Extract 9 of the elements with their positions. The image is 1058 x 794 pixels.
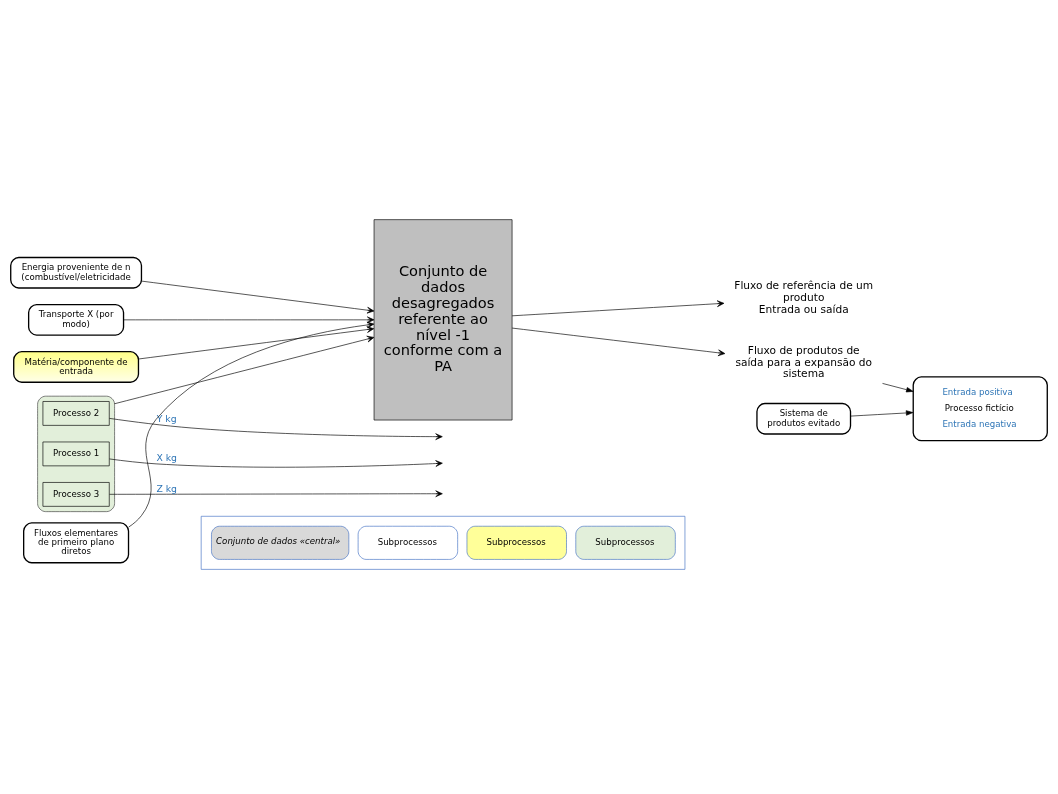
edge-label: Y kg: [156, 412, 177, 424]
legend-label: Conjunto de dados «central»: [216, 535, 341, 546]
node-text: Fluxo de produtos de saída para a expansão do sistema: [735, 343, 873, 380]
edge-label: Z kg: [156, 482, 177, 494]
edge-label: X kg: [156, 451, 177, 463]
legend-label: Subprocessos: [377, 536, 437, 547]
legend-label: Subprocessos: [595, 536, 655, 547]
legend-label: Subprocessos: [486, 536, 546, 547]
node-text: Fluxo de referência de um produto Entrada ou saída: [734, 278, 874, 316]
